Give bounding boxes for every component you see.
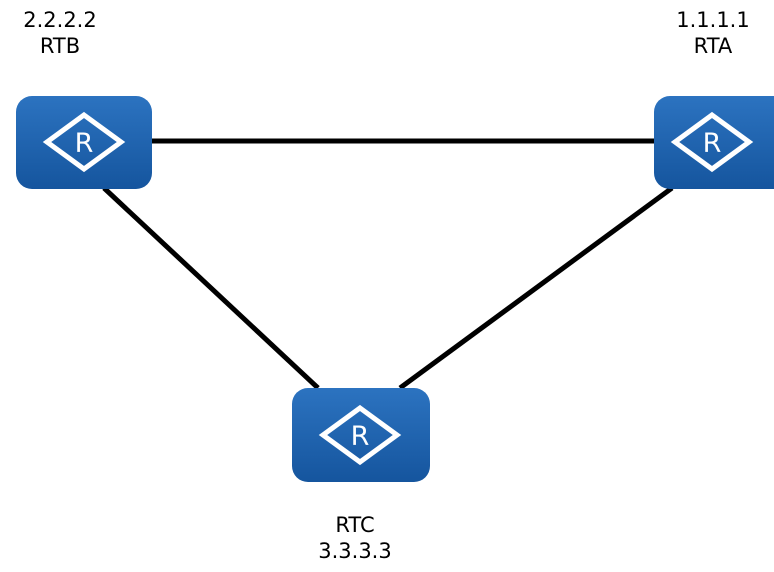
router-symbol-icon: R: [703, 128, 722, 159]
router-rtc[interactable]: R: [292, 388, 430, 482]
router-body: [654, 96, 774, 189]
router-name-label: RTC: [335, 513, 375, 537]
router-diamond: [42, 111, 126, 173]
router-name-label: RTB: [39, 34, 81, 58]
router-diamond: [318, 404, 402, 466]
router-id-label: 3.3.3.3: [318, 539, 392, 563]
link-rtb-rtc: [102, 186, 320, 390]
router-body: [16, 96, 152, 189]
router-id-label: 1.1.1.1: [676, 8, 750, 32]
router-symbol-icon: R: [75, 128, 94, 159]
router-diamond: [670, 111, 754, 173]
router-rtb[interactable]: R: [16, 96, 152, 189]
router-symbol-icon: R: [351, 421, 370, 452]
router-name-label: RTA: [693, 34, 733, 58]
router-rta[interactable]: R: [654, 96, 774, 189]
router-id-label: 2.2.2.2: [23, 8, 97, 32]
router-body: [292, 388, 430, 482]
link-rta-rtc: [398, 185, 674, 391]
